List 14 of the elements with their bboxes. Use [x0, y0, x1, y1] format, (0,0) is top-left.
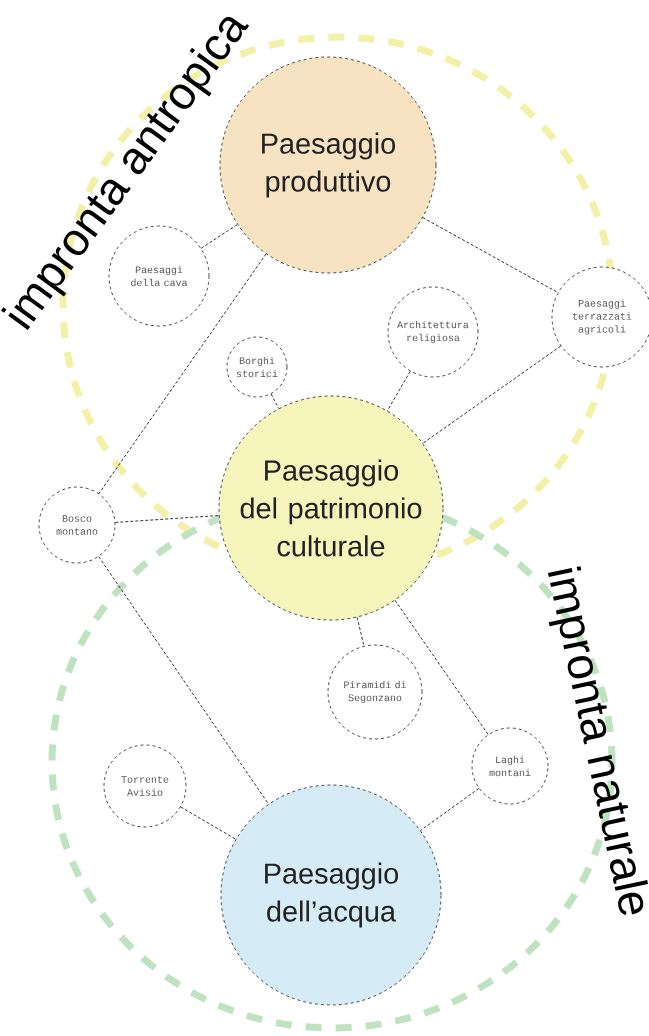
connector-line — [98, 556, 269, 805]
connector-line — [420, 788, 480, 831]
connector-line — [386, 370, 411, 412]
node-label: Paesaggi terrazzati agricoli — [573, 299, 632, 335]
connector-line — [98, 253, 267, 494]
connector-line — [270, 393, 280, 409]
connector-line — [200, 224, 238, 249]
connector-line — [180, 806, 237, 840]
connector-line — [114, 515, 220, 523]
connector-line — [422, 217, 559, 293]
connector-line — [394, 599, 489, 735]
region-label: impronta naturale — [547, 566, 648, 916]
connector-line — [422, 345, 562, 444]
connector-line — [356, 616, 365, 647]
